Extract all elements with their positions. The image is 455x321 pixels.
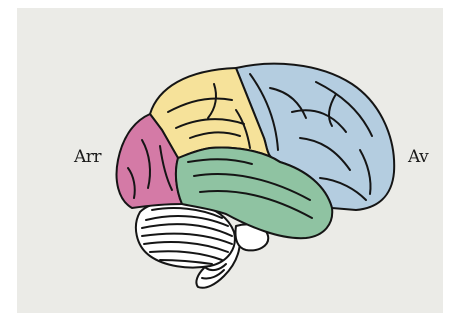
brain-diagram [0, 0, 455, 321]
